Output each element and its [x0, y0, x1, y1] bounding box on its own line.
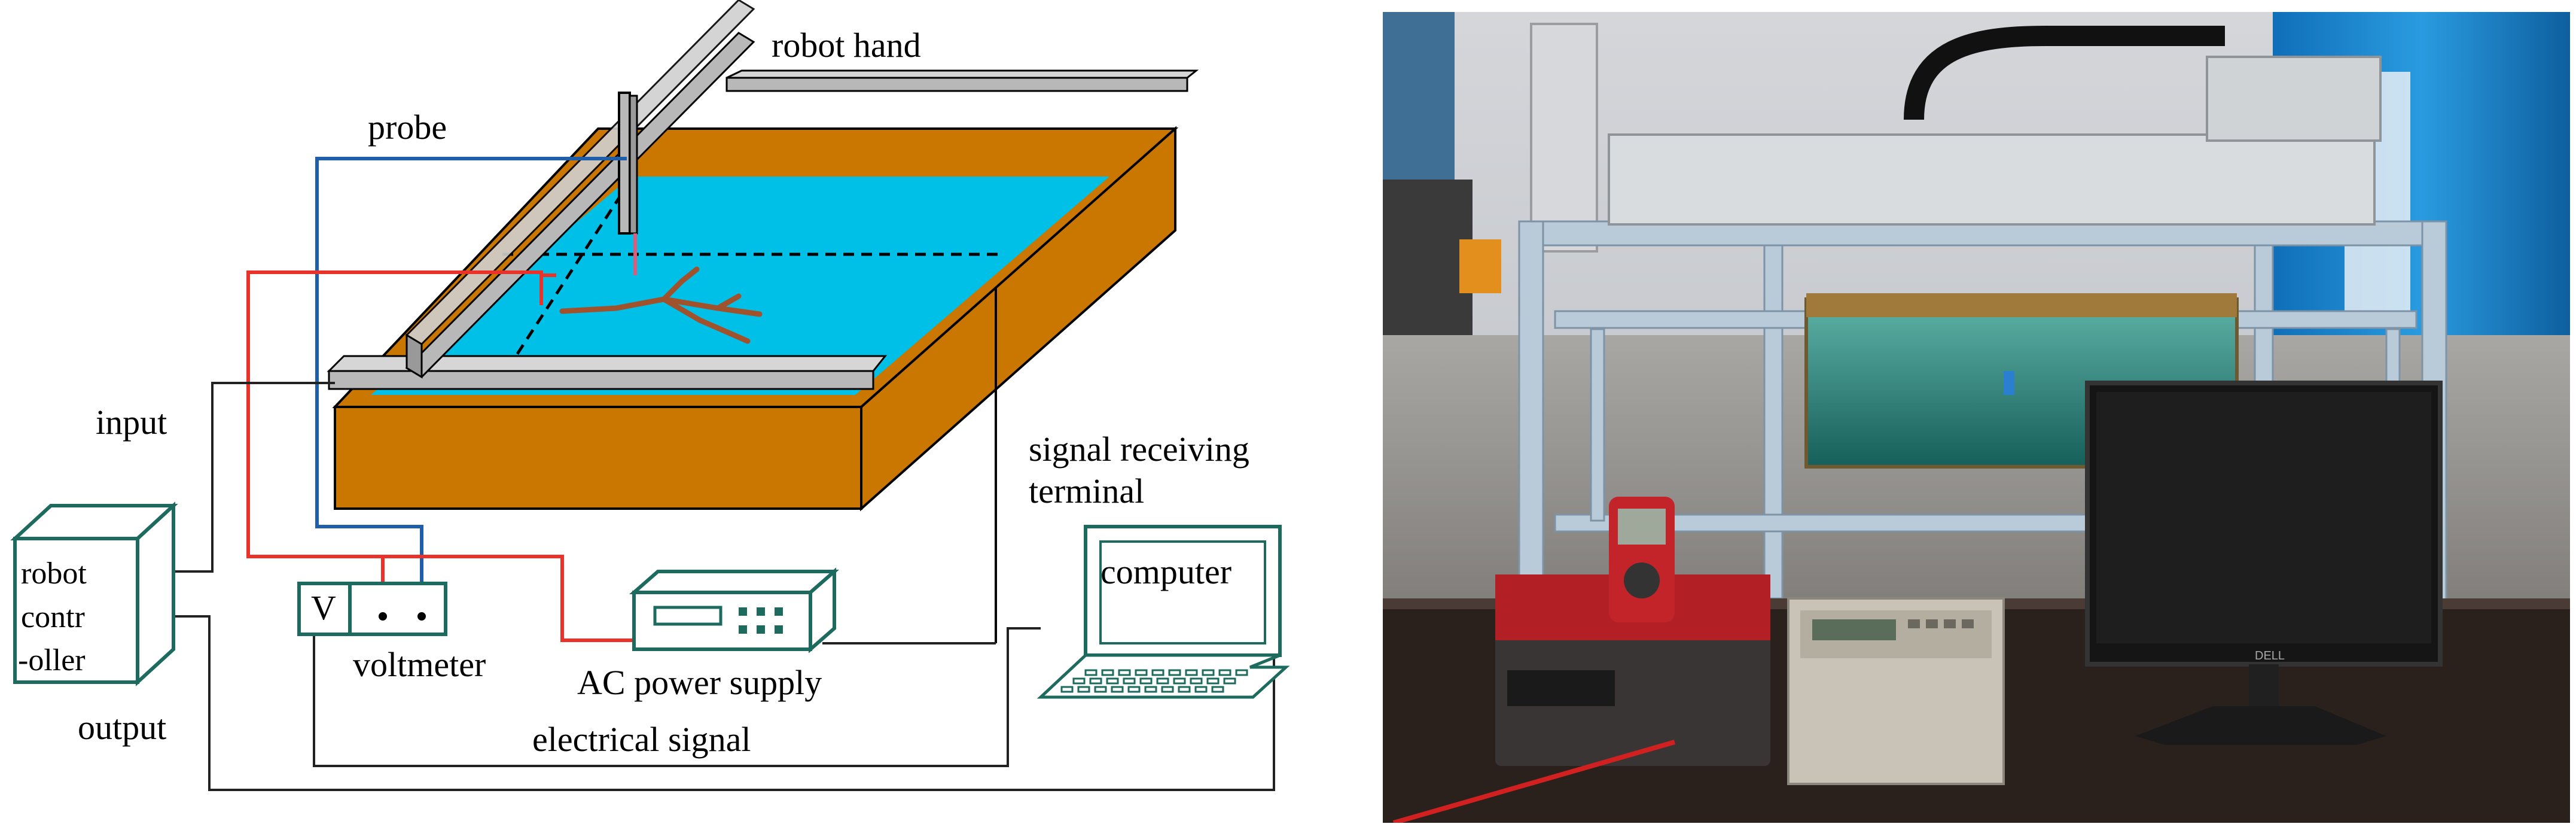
tank-front-face	[334, 406, 862, 510]
photo-doorframe	[1530, 23, 1598, 253]
keyboard-key	[1101, 669, 1114, 676]
probe-holder	[618, 92, 631, 235]
keyboard-key	[1089, 677, 1102, 685]
keyboard-key	[1151, 669, 1164, 676]
label-ac-power-supply: AC power supply	[577, 663, 822, 702]
keyboard-key	[1111, 686, 1124, 693]
red-to-supply	[383, 555, 637, 642]
tank-water-surface	[371, 177, 1109, 395]
multimeter-photo	[1495, 497, 1770, 766]
rail-front-top	[327, 355, 888, 372]
keyboard-key	[1139, 677, 1153, 685]
keyboard-key	[1127, 686, 1141, 693]
keyboard-key	[1235, 669, 1248, 676]
probe-lead-red	[1392, 740, 1676, 823]
keyboard-key	[1077, 686, 1090, 693]
label-output: output	[78, 708, 166, 747]
rail-front	[328, 370, 874, 390]
crack-pattern	[559, 266, 763, 344]
lab-photo: DELL	[1383, 12, 2570, 823]
signal-wire	[313, 627, 1041, 767]
keyboard-key	[1211, 686, 1224, 693]
gantry-carriage	[2206, 56, 2382, 142]
monitor-photo	[2085, 381, 2443, 745]
computer-laptop	[1037, 525, 1290, 699]
keyboard-key	[1072, 677, 1086, 685]
voltmeter-symbol: V	[311, 588, 336, 627]
keyboard-key	[1123, 677, 1136, 685]
rail-back-top	[726, 69, 1199, 79]
monitor-brand: DELL	[2255, 649, 2285, 662]
input-wire	[173, 382, 335, 573]
label-computer: computer	[1100, 552, 1231, 591]
keyboard-key	[1118, 669, 1131, 676]
signal-generator-photo	[1787, 597, 2005, 785]
keyboard-key	[1060, 686, 1074, 693]
rail-back	[725, 77, 1188, 92]
controller-label-3: -oller	[18, 643, 86, 677]
keyboard-key	[1135, 669, 1148, 676]
keyboard-keys	[1060, 669, 1248, 693]
voltmeter	[297, 582, 447, 636]
photo-orange-box	[1459, 239, 1501, 293]
keyboard-key	[1202, 669, 1215, 676]
keyboard-key	[1161, 686, 1174, 693]
label-terminal: terminal	[1029, 472, 1144, 510]
label-voltmeter: voltmeter	[353, 645, 486, 684]
probe-photo	[2004, 371, 2014, 395]
keyboard-key	[1218, 669, 1231, 676]
keyboard-key	[1168, 669, 1181, 676]
output-wire	[173, 615, 1275, 791]
label-input: input	[96, 403, 167, 442]
controller-label-2: contr	[21, 600, 85, 634]
keyboard-key	[1190, 677, 1203, 685]
probe-wire-blue	[315, 157, 627, 589]
controller-label-1: robot	[21, 557, 87, 591]
electrode-wire-red	[246, 270, 543, 589]
keyboard-key	[1173, 677, 1186, 685]
label-electrical-signal: electrical signal	[532, 720, 751, 759]
keyboard-key	[1106, 677, 1119, 685]
hidden-edge-side	[495, 178, 633, 387]
cable-chain	[1904, 26, 2225, 120]
gantry-beam	[1608, 133, 2376, 226]
wiring	[173, 157, 1275, 791]
keyboard-key	[1223, 677, 1236, 685]
robot-controller	[10, 501, 178, 686]
keyboard-key	[1156, 677, 1169, 685]
keyboard-key	[1178, 686, 1191, 693]
tank-rim-photo	[1806, 293, 2237, 317]
keyboard-key	[1144, 686, 1157, 693]
ac-power-supply	[629, 567, 839, 653]
keyboard-key	[1084, 669, 1098, 676]
keyboard-key	[1206, 677, 1220, 685]
label-probe: probe	[368, 108, 447, 147]
label-robot-hand: robot hand	[772, 26, 921, 65]
keyboard-key	[1194, 686, 1208, 693]
schematic-diagram: robot contr -oller V	[10, 0, 1290, 791]
photo-cabinet	[1383, 180, 1473, 335]
label-signal-receiving: signal receiving	[1029, 430, 1249, 469]
probe-holder-side	[629, 95, 638, 235]
keyboard-key	[1094, 686, 1107, 693]
keyboard-key	[1185, 669, 1198, 676]
